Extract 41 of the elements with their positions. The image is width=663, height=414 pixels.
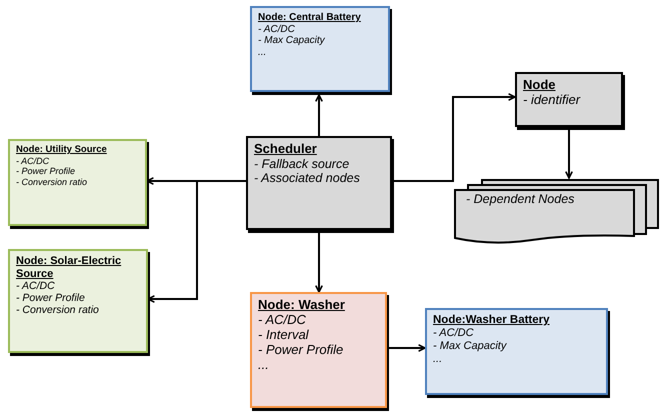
node-title: Node: Utility Source: [16, 145, 108, 156]
arrow: [147, 180, 246, 303]
node-attribute: - AC/DC: [433, 327, 475, 340]
node-box: [8, 249, 148, 353]
node-attribute: - Conversion ratio: [16, 176, 88, 187]
node-attribute: - Conversion ratio: [16, 304, 100, 316]
node-attribute: - AC/DC: [258, 312, 307, 328]
node-attribute: ...: [258, 46, 268, 58]
node-title: Scheduler: [254, 142, 318, 157]
node-attribute: - Max Capacity: [433, 340, 508, 352]
node-attribute: - Fallback source: [254, 156, 350, 172]
node-title: Node: [523, 78, 556, 93]
scheduler-box: [246, 136, 392, 230]
arrow: [315, 233, 323, 293]
node-title: Node: Solar-Electric Source: [16, 255, 122, 280]
stacked-documents-shape: [452, 178, 660, 244]
node-title: Node: Central Battery: [258, 12, 362, 24]
node-attribute: - Power Profile: [16, 166, 76, 177]
arrow: [392, 93, 516, 182]
node-attribute: - Max Capacity: [258, 35, 326, 46]
node-attribute: - AC/DC: [258, 24, 296, 35]
arrow: [387, 344, 426, 352]
node-attribute: - Associated nodes: [254, 171, 361, 186]
node-attribute: - AC/DC: [16, 280, 56, 292]
node-attribute: ...: [433, 352, 444, 366]
node-attribute: - Interval: [258, 328, 310, 343]
node-attribute: ...: [258, 358, 270, 373]
node-attribute: - Dependent Nodes: [466, 192, 574, 206]
node-attribute: - AC/DC: [16, 156, 50, 166]
node-box: [515, 72, 623, 127]
arrow: [565, 130, 573, 179]
arrow: [315, 94, 323, 136]
node-attribute: - Power Profile: [258, 342, 344, 358]
node-box: [250, 6, 390, 92]
node-title: Node:Washer Battery: [433, 314, 551, 328]
node-box: [425, 308, 608, 395]
node-attribute: - Power Profile: [16, 292, 86, 304]
node-title: Node: Washer: [258, 298, 346, 313]
node-attribute: - identifier: [523, 92, 582, 108]
node-box: [8, 139, 147, 226]
node-box: [250, 292, 387, 408]
